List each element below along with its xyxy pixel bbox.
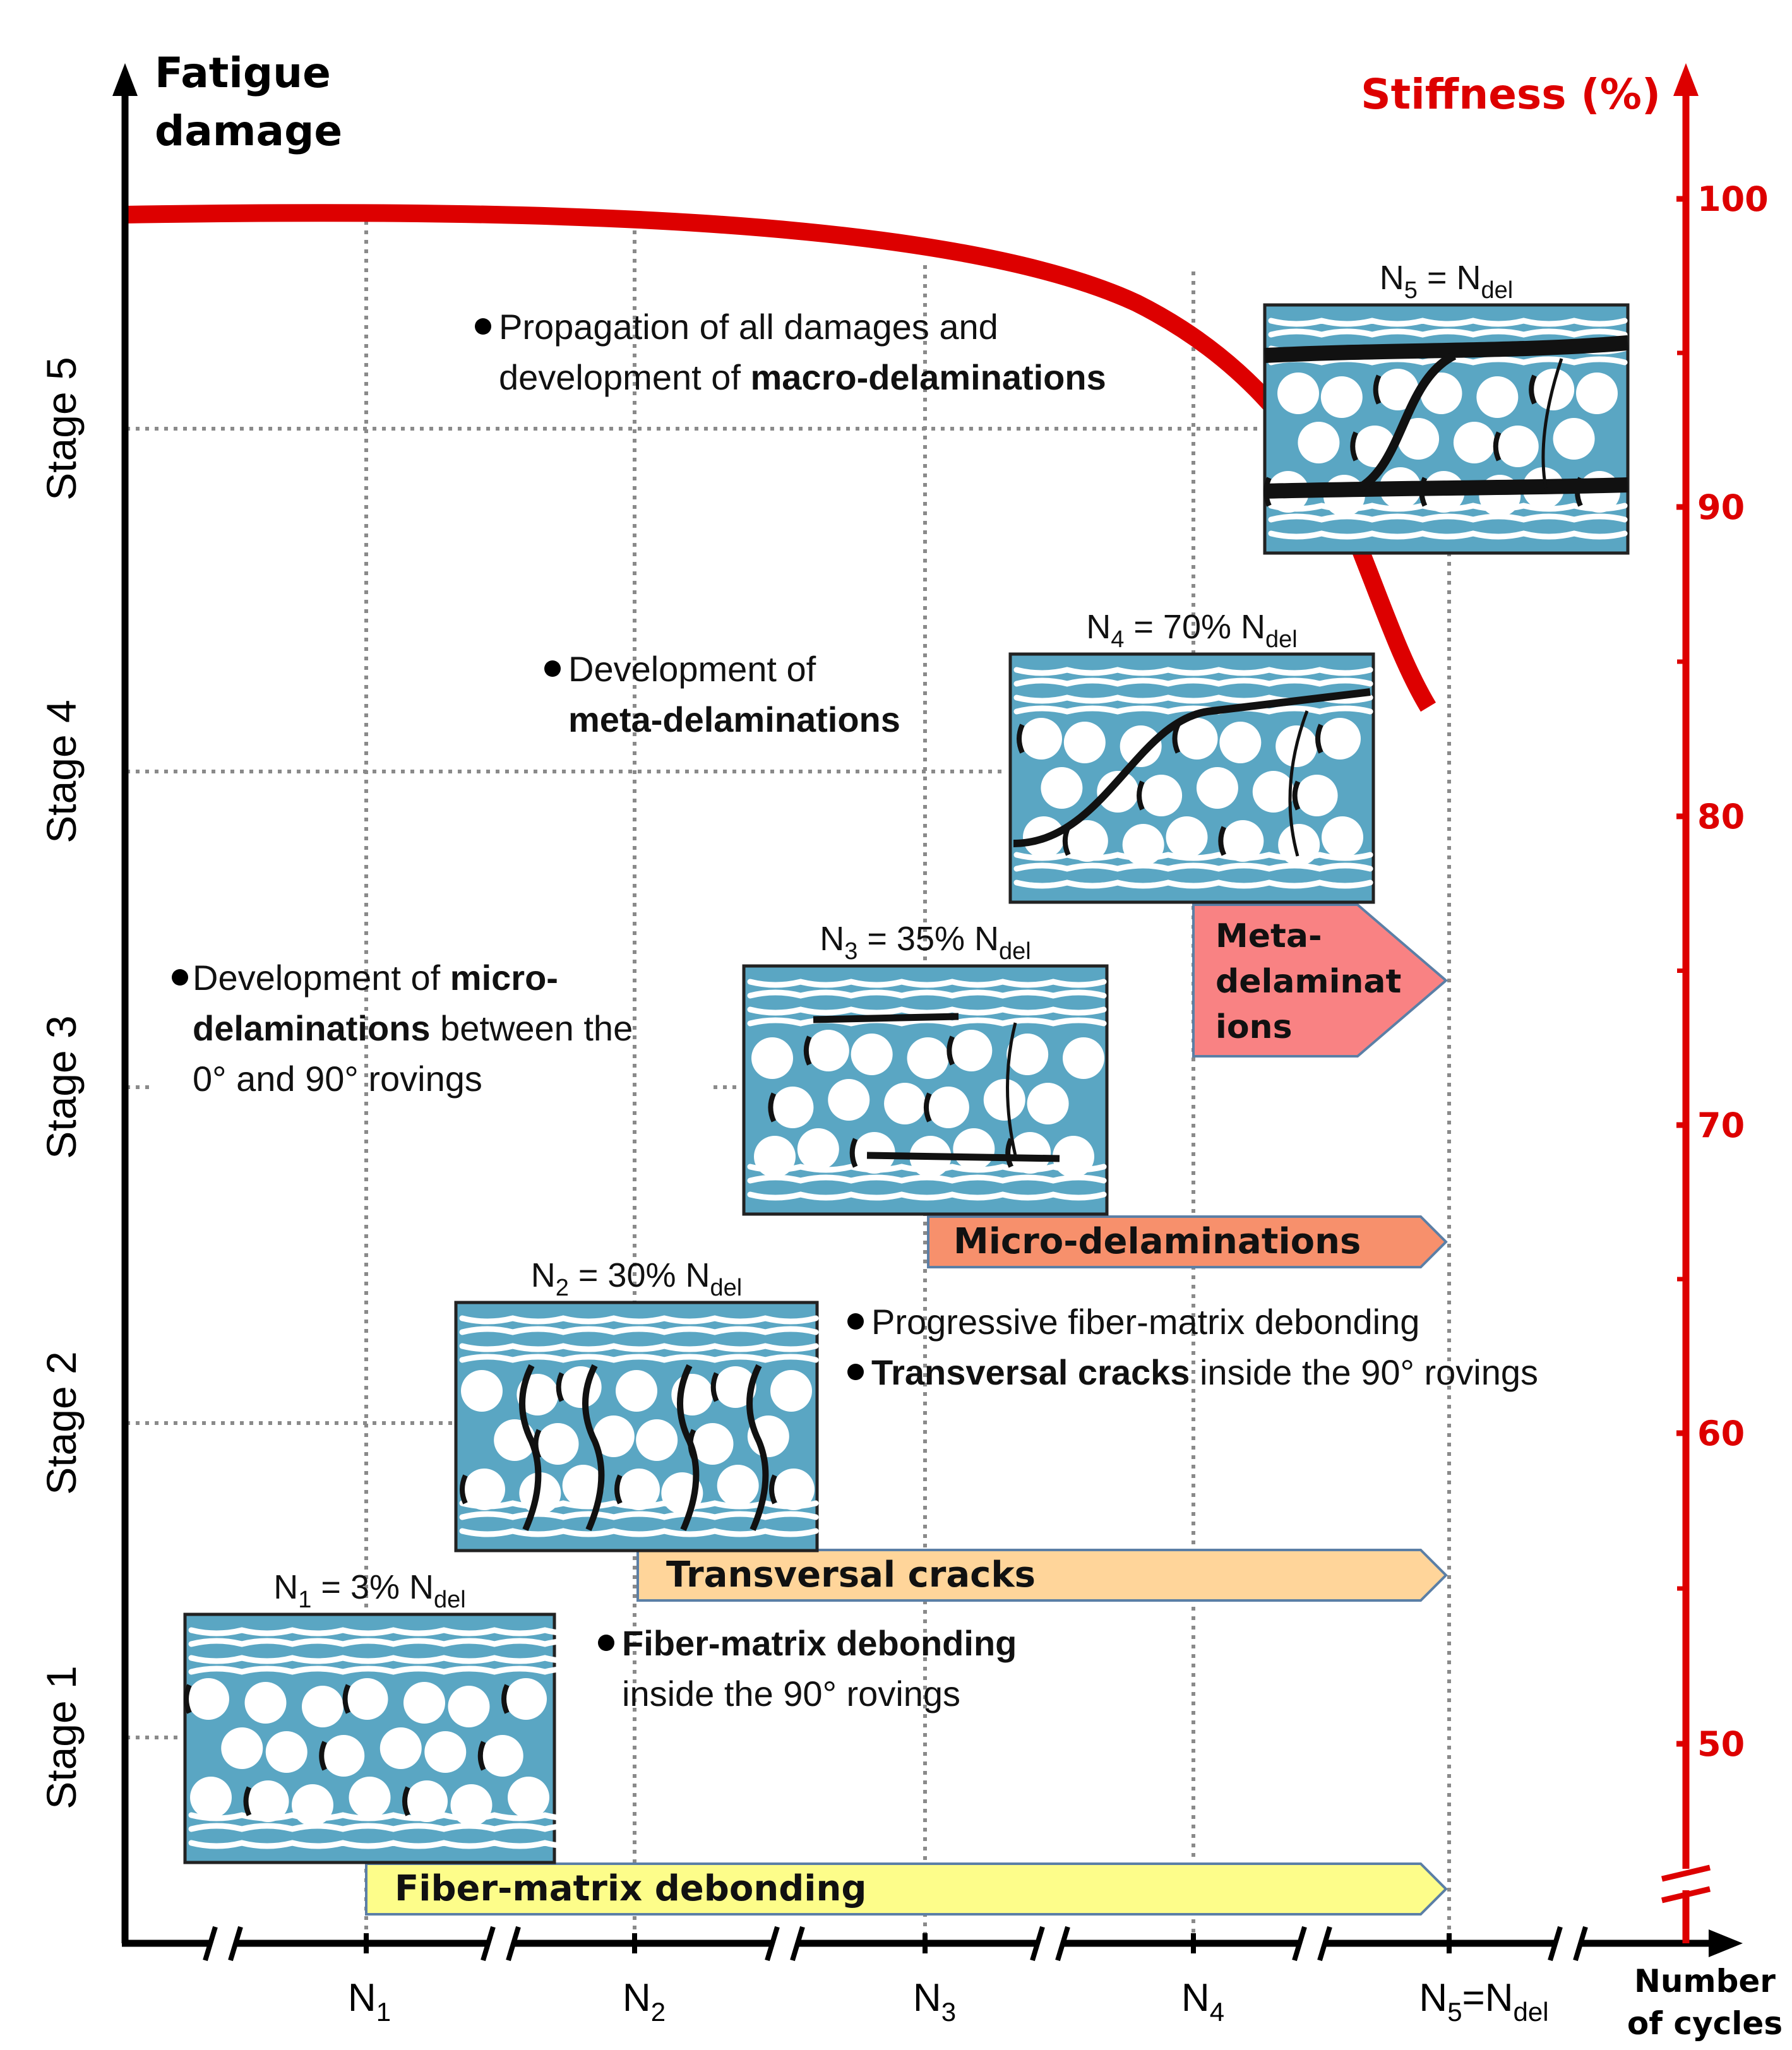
description-stage3-line1: Development of micro-: [193, 958, 558, 998]
stage-label-1: Stage 1: [38, 1666, 85, 1809]
left-axis-title-line1: Fatigue: [155, 49, 331, 97]
x-axis-breaks: [203, 1926, 1588, 1962]
stage-label-5: Stage 5: [38, 357, 85, 501]
right-tick-label-90: 90: [1697, 487, 1745, 527]
right-tick-label-60: 60: [1697, 1414, 1745, 1453]
arrow-fiber-matrix-label: Fiber-matrix debonding: [395, 1868, 866, 1909]
arrow-meta-label-3: ions: [1216, 1008, 1293, 1046]
x-tick-label-1: N1: [348, 1976, 391, 2027]
x-axis-break-6: [1548, 1926, 1588, 1962]
x-axis-break-5: [1292, 1926, 1332, 1962]
right-axis-arrowhead: [1673, 63, 1699, 96]
right-axis-tickmarks: [1676, 196, 1686, 1747]
x-axis-break-1: [203, 1926, 243, 1962]
x-axis-arrowhead: [1709, 1929, 1743, 1957]
description-stage5-line2: development of macro-delaminations: [499, 357, 1106, 397]
description-stage4-line2: meta-delaminations: [568, 700, 900, 739]
stage-label-3: Stage 3: [38, 1015, 85, 1159]
specimen-image-1: N1 = 3% Ndel: [183, 1568, 599, 1864]
dotted-grid: [126, 221, 1451, 1943]
bullet-stage4-1: [544, 660, 561, 677]
specimen-image-2: N2 = 30% Ndel: [454, 1256, 819, 1552]
arrow-transversal-label: Transversal cracks: [666, 1554, 1036, 1595]
stage-descriptions: Fiber-matrix debonding inside the 90° rov…: [172, 307, 1538, 1713]
x-tick-label-5: N5=Ndel: [1419, 1976, 1548, 2027]
right-axis-break-mark-1: [1661, 1864, 1711, 1882]
right-axis: [1661, 63, 1711, 1943]
x-axis-break-2: [481, 1926, 521, 1962]
specimen-image-3: N3 = 35% Ndel: [742, 920, 1109, 1216]
transversal-crack-4: [746, 1364, 769, 1532]
arrow-fiber-matrix-debonding: Fiber-matrix debonding: [365, 1862, 1448, 1916]
x-axis-title-line2: of cycles: [1627, 2005, 1783, 2042]
x-axis-title-line1: Number: [1634, 1963, 1776, 1999]
left-axis-arrowhead: [112, 63, 138, 96]
arrow-meta-label-2: delaminat: [1216, 963, 1401, 1001]
stage-labels: Stage 1 Stage 2 Stage 3 Stage 4 Stage 5: [38, 357, 85, 1809]
specimen-label-4: N4 = 70% Ndel: [1086, 608, 1297, 653]
specimen-label-2: N2 = 30% Ndel: [531, 1256, 742, 1301]
bullet-stage5-1: [475, 318, 491, 335]
description-stage2-line2: Transversal cracks inside the 90° roving…: [871, 1352, 1538, 1392]
right-axis-tick-labels: 100 90 80 70 60 50: [1697, 179, 1769, 1764]
bullet-stage2-1: [847, 1313, 864, 1330]
bullet-stage3-1: [172, 969, 188, 986]
description-stage5-line1: Propagation of all damages and: [499, 307, 998, 347]
stage-label-2: Stage 2: [38, 1351, 85, 1495]
specimen-image-5: N5 = Ndel: [1263, 259, 1630, 555]
bullet-stage1-1: [598, 1635, 614, 1651]
transversal-crack-2: [582, 1364, 605, 1532]
transversal-crack-1: [519, 1364, 542, 1532]
arrow-micro-label: Micro-delaminations: [953, 1221, 1361, 1262]
description-stage3-line2: delaminations between the: [193, 1008, 633, 1048]
description-stage2-line1: Progressive fiber-matrix debonding: [871, 1302, 1419, 1342]
description-stage3-line3: 0° and 90° rovings: [193, 1059, 482, 1099]
right-tick-label-70: 70: [1697, 1105, 1745, 1145]
arrow-meta-delaminations: Meta- delaminat ions: [1192, 903, 1449, 1058]
left-axis: [112, 63, 138, 1943]
right-tick-label-50: 50: [1697, 1724, 1745, 1764]
stiffness-curve: [124, 204, 1437, 712]
left-axis-title-line2: damage: [155, 107, 342, 155]
description-stage4-line1: Development of: [568, 649, 816, 689]
right-axis-title: Stiffness (%): [1361, 70, 1661, 119]
right-tick-label-80: 80: [1697, 797, 1745, 837]
x-tick-label-3: N3: [913, 1976, 956, 2027]
description-stage1-line1: Fiber-matrix debonding: [622, 1623, 1017, 1663]
x-axis-break-4: [1030, 1926, 1070, 1962]
arrow-micro-delaminations: Micro-delaminations: [927, 1215, 1448, 1268]
specimen-label-5: N5 = Ndel: [1380, 259, 1513, 304]
x-tick-label-2: N2: [623, 1976, 666, 2027]
arrow-meta-label-1: Meta-: [1216, 917, 1322, 955]
stage-label-4: Stage 4: [38, 700, 85, 843]
right-tick-label-100: 100: [1697, 179, 1769, 219]
x-tick-label-4: N4: [1181, 1976, 1224, 2027]
right-axis-break-mark-2: [1661, 1886, 1711, 1904]
arrow-transversal-cracks: Transversal cracks: [636, 1549, 1448, 1602]
x-axis-tickmarks: [364, 1933, 1452, 1953]
x-axis-tick-labels: N1 N2 N3 N4 N5=Ndel: [348, 1976, 1549, 2027]
x-axis: [122, 1929, 1743, 1957]
description-stage1-line2: inside the 90° rovings: [622, 1674, 960, 1713]
bullet-stage2-2: [847, 1364, 864, 1380]
x-axis-break-3: [765, 1926, 805, 1962]
specimen-label-1: N1 = 3% Ndel: [273, 1568, 465, 1613]
transversal-crack-3: [677, 1364, 700, 1532]
